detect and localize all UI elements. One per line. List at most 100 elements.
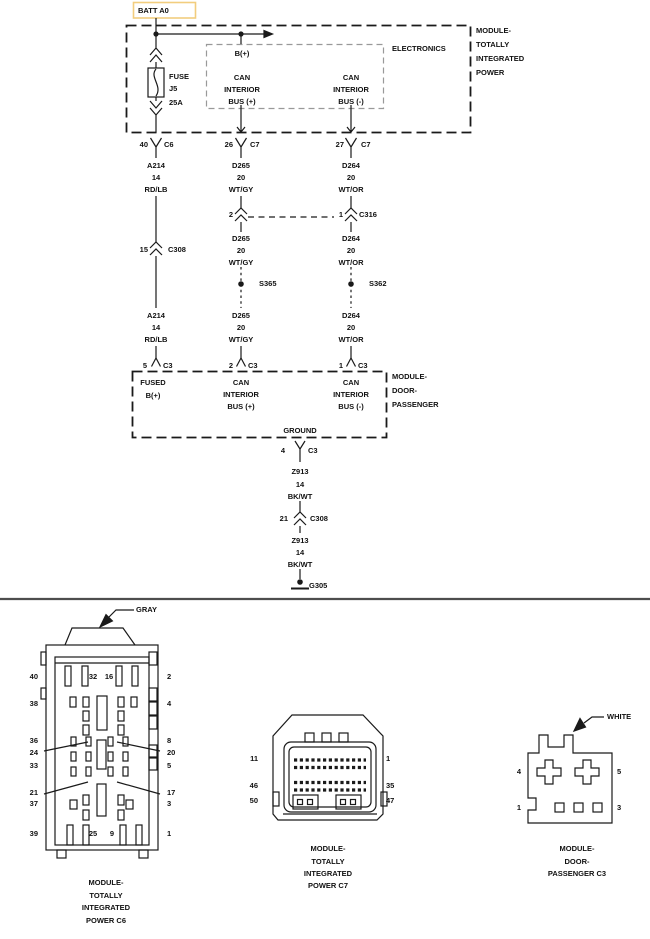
wire-color: BK/WT bbox=[287, 560, 313, 569]
c6-pin: 3 bbox=[167, 799, 172, 808]
can-minus-label: INTERIOR bbox=[333, 390, 369, 399]
wire-color: BK/WT bbox=[287, 492, 313, 501]
wire-can-minus-tipm bbox=[346, 105, 356, 133]
gray-leader-line bbox=[107, 609, 134, 619]
wire-name: D265 bbox=[232, 311, 250, 320]
c7-pin: 50 bbox=[249, 796, 258, 805]
wire-gauge: 20 bbox=[236, 246, 246, 255]
connector-caption: MODULE- bbox=[310, 844, 346, 853]
fused-b-label: FUSED bbox=[140, 378, 166, 387]
splice-label: S365 bbox=[259, 279, 277, 288]
connector-caption: PASSENGER C3 bbox=[547, 869, 607, 878]
splice-label: S362 bbox=[369, 279, 387, 288]
c6-pin: 40 bbox=[29, 672, 38, 681]
fuse-id: J5 bbox=[169, 84, 178, 93]
connector-id: C308 bbox=[310, 514, 328, 523]
wire-gauge: 20 bbox=[346, 246, 356, 255]
wire-d264 bbox=[344, 153, 358, 367]
tipm-box bbox=[125, 24, 472, 134]
wire-color: RD/LB bbox=[144, 335, 168, 344]
c6-pin: 8 bbox=[167, 736, 172, 745]
splice-s362 bbox=[348, 281, 354, 287]
c6-pin: 5 bbox=[167, 761, 172, 770]
connector-id: C3 bbox=[358, 361, 368, 370]
c316-connector-symbol-left bbox=[234, 207, 248, 222]
pin-symbol-c3-4 bbox=[294, 440, 306, 455]
c308-connector-symbol bbox=[149, 241, 163, 256]
can-minus-label: INTERIOR bbox=[333, 85, 369, 94]
fuse-symbol bbox=[147, 67, 165, 98]
wire-color: WT/GY bbox=[228, 258, 254, 267]
connector-caption: DOOR- bbox=[564, 857, 590, 866]
wire-a214 bbox=[149, 153, 163, 367]
connector-color-tag: WHITE bbox=[607, 712, 632, 721]
wire-name: D265 bbox=[232, 234, 250, 243]
c7-pin: 46 bbox=[249, 781, 258, 790]
wire-color: WT/OR bbox=[338, 258, 364, 267]
c6-pin: 32 bbox=[88, 672, 98, 681]
pin-symbol-c3-5 bbox=[150, 357, 162, 367]
pin-symbol-c7-26 bbox=[234, 137, 248, 153]
pin-number: 1 bbox=[338, 210, 343, 219]
splice-s365 bbox=[238, 281, 244, 287]
wire-name: D264 bbox=[342, 161, 360, 170]
c3-pin: 4 bbox=[516, 767, 521, 776]
pin-number: 2 bbox=[228, 361, 233, 370]
wire-color: RD/LB bbox=[144, 185, 168, 194]
connector-caption: MODULE- bbox=[88, 878, 124, 887]
can-minus-label: BUS (-) bbox=[338, 97, 364, 106]
connector-color-tag: GRAY bbox=[136, 605, 157, 614]
door-module-box bbox=[131, 370, 388, 439]
wire-gauge: 14 bbox=[151, 323, 161, 332]
wire-name: Z913 bbox=[291, 536, 309, 545]
ground-label: GROUND bbox=[283, 426, 317, 435]
wire-name: D264 bbox=[342, 234, 360, 243]
white-leader-line bbox=[583, 716, 604, 724]
can-plus-label: BUS (+) bbox=[227, 402, 255, 411]
c6-pin: 37 bbox=[29, 799, 38, 808]
connector-caption: INTEGRATED bbox=[303, 869, 353, 878]
c316-connector-symbol-right bbox=[344, 207, 358, 222]
tipm-name-line: TOTALLY bbox=[476, 40, 510, 49]
c6-pin: 39 bbox=[29, 829, 38, 838]
fuse-rating: 25A bbox=[169, 98, 183, 107]
can-plus-label: INTERIOR bbox=[224, 85, 260, 94]
wire-z913-ground bbox=[291, 440, 309, 590]
pin-number: 26 bbox=[224, 140, 233, 149]
wire-gauge: 20 bbox=[236, 173, 246, 182]
electronics-box bbox=[205, 43, 385, 110]
gray-arrow-icon bbox=[98, 613, 114, 629]
c6-pin: 17 bbox=[167, 788, 176, 797]
wire-color: WT/OR bbox=[338, 335, 364, 344]
can-plus-label: CAN bbox=[232, 378, 250, 387]
connector-id: C316 bbox=[359, 210, 377, 219]
connector-caption: POWER C6 bbox=[85, 916, 127, 925]
c7-pin: 47 bbox=[386, 796, 395, 805]
connector-id: C7 bbox=[361, 140, 371, 149]
can-minus-label: CAN bbox=[342, 378, 360, 387]
connector-caption: POWER C7 bbox=[307, 881, 349, 890]
tipm-name-line: MODULE- bbox=[476, 26, 511, 35]
c7-pin-rows bbox=[294, 758, 366, 792]
connector-id: C3 bbox=[248, 361, 258, 370]
c7-pin: 11 bbox=[250, 754, 258, 763]
connector-caption: TOTALLY bbox=[311, 857, 345, 866]
pin-number: 5 bbox=[142, 361, 147, 370]
connector-id: C7 bbox=[250, 140, 260, 149]
electronics-label: ELECTRONICS bbox=[392, 44, 446, 53]
battery-tag: BATT A0 bbox=[138, 6, 169, 15]
white-arrow-icon bbox=[572, 717, 587, 733]
connector-c7-drawing bbox=[272, 714, 388, 821]
ground-id: G305 bbox=[309, 581, 328, 590]
b-plus-label: B(+) bbox=[234, 49, 250, 58]
door-name-line: MODULE- bbox=[392, 372, 427, 381]
pin-number: 4 bbox=[280, 446, 285, 455]
pin-symbol-c7-27 bbox=[344, 137, 358, 153]
wire-batt-feed bbox=[147, 18, 275, 133]
wire-color: WT/OR bbox=[338, 185, 364, 194]
c308-connector-symbol-lower bbox=[293, 511, 307, 526]
pin-number: 15 bbox=[139, 245, 148, 254]
wire-name: A214 bbox=[147, 311, 165, 320]
